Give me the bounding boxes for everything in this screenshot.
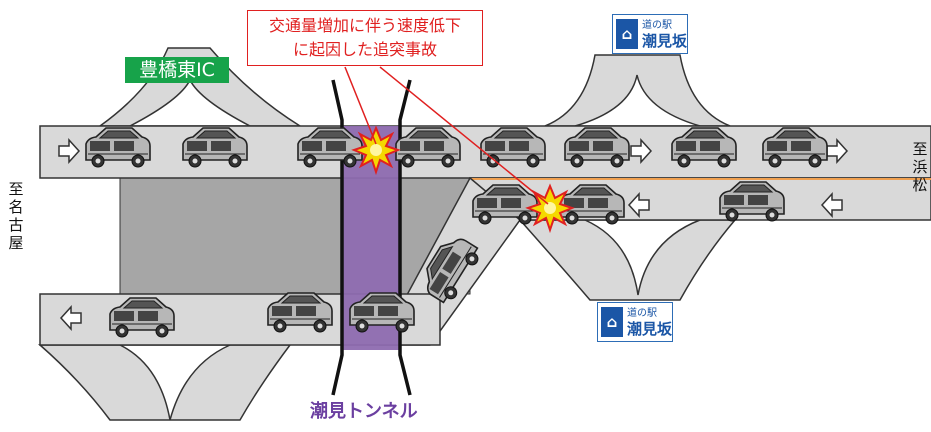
collision-icon bbox=[353, 127, 399, 173]
ic-ramp-top bbox=[97, 47, 303, 127]
station-line1: 道の駅 bbox=[627, 308, 657, 319]
station-line2: 潮見坂 bbox=[642, 32, 688, 50]
accident-callout: 交通量増加に伴う速度低下 に起因した追突事故 bbox=[247, 10, 483, 66]
station-line1: 道の駅 bbox=[642, 20, 672, 31]
callout-leader bbox=[344, 66, 377, 145]
station-logo-icon: ⌂ bbox=[601, 307, 623, 337]
destination-east: 至浜松 bbox=[912, 140, 928, 194]
roadside-station-bottom: ⌂ 道の駅 潮見坂 bbox=[597, 302, 673, 342]
tunnel-portal-west bbox=[331, 79, 344, 396]
median bbox=[119, 177, 471, 295]
callout-leader bbox=[379, 66, 549, 205]
tunnel-label: 潮見トンネル bbox=[310, 401, 418, 422]
roadside-station-top: ⌂ 道の駅 潮見坂 bbox=[612, 14, 688, 54]
destination-west: 至名古屋 bbox=[8, 180, 24, 252]
station-logo-icon: ⌂ bbox=[616, 19, 638, 49]
interchange-badge: 豊橋東IC bbox=[125, 57, 229, 83]
tunnel-portal-east bbox=[398, 79, 412, 396]
station-line2: 潮見坂 bbox=[627, 320, 673, 338]
